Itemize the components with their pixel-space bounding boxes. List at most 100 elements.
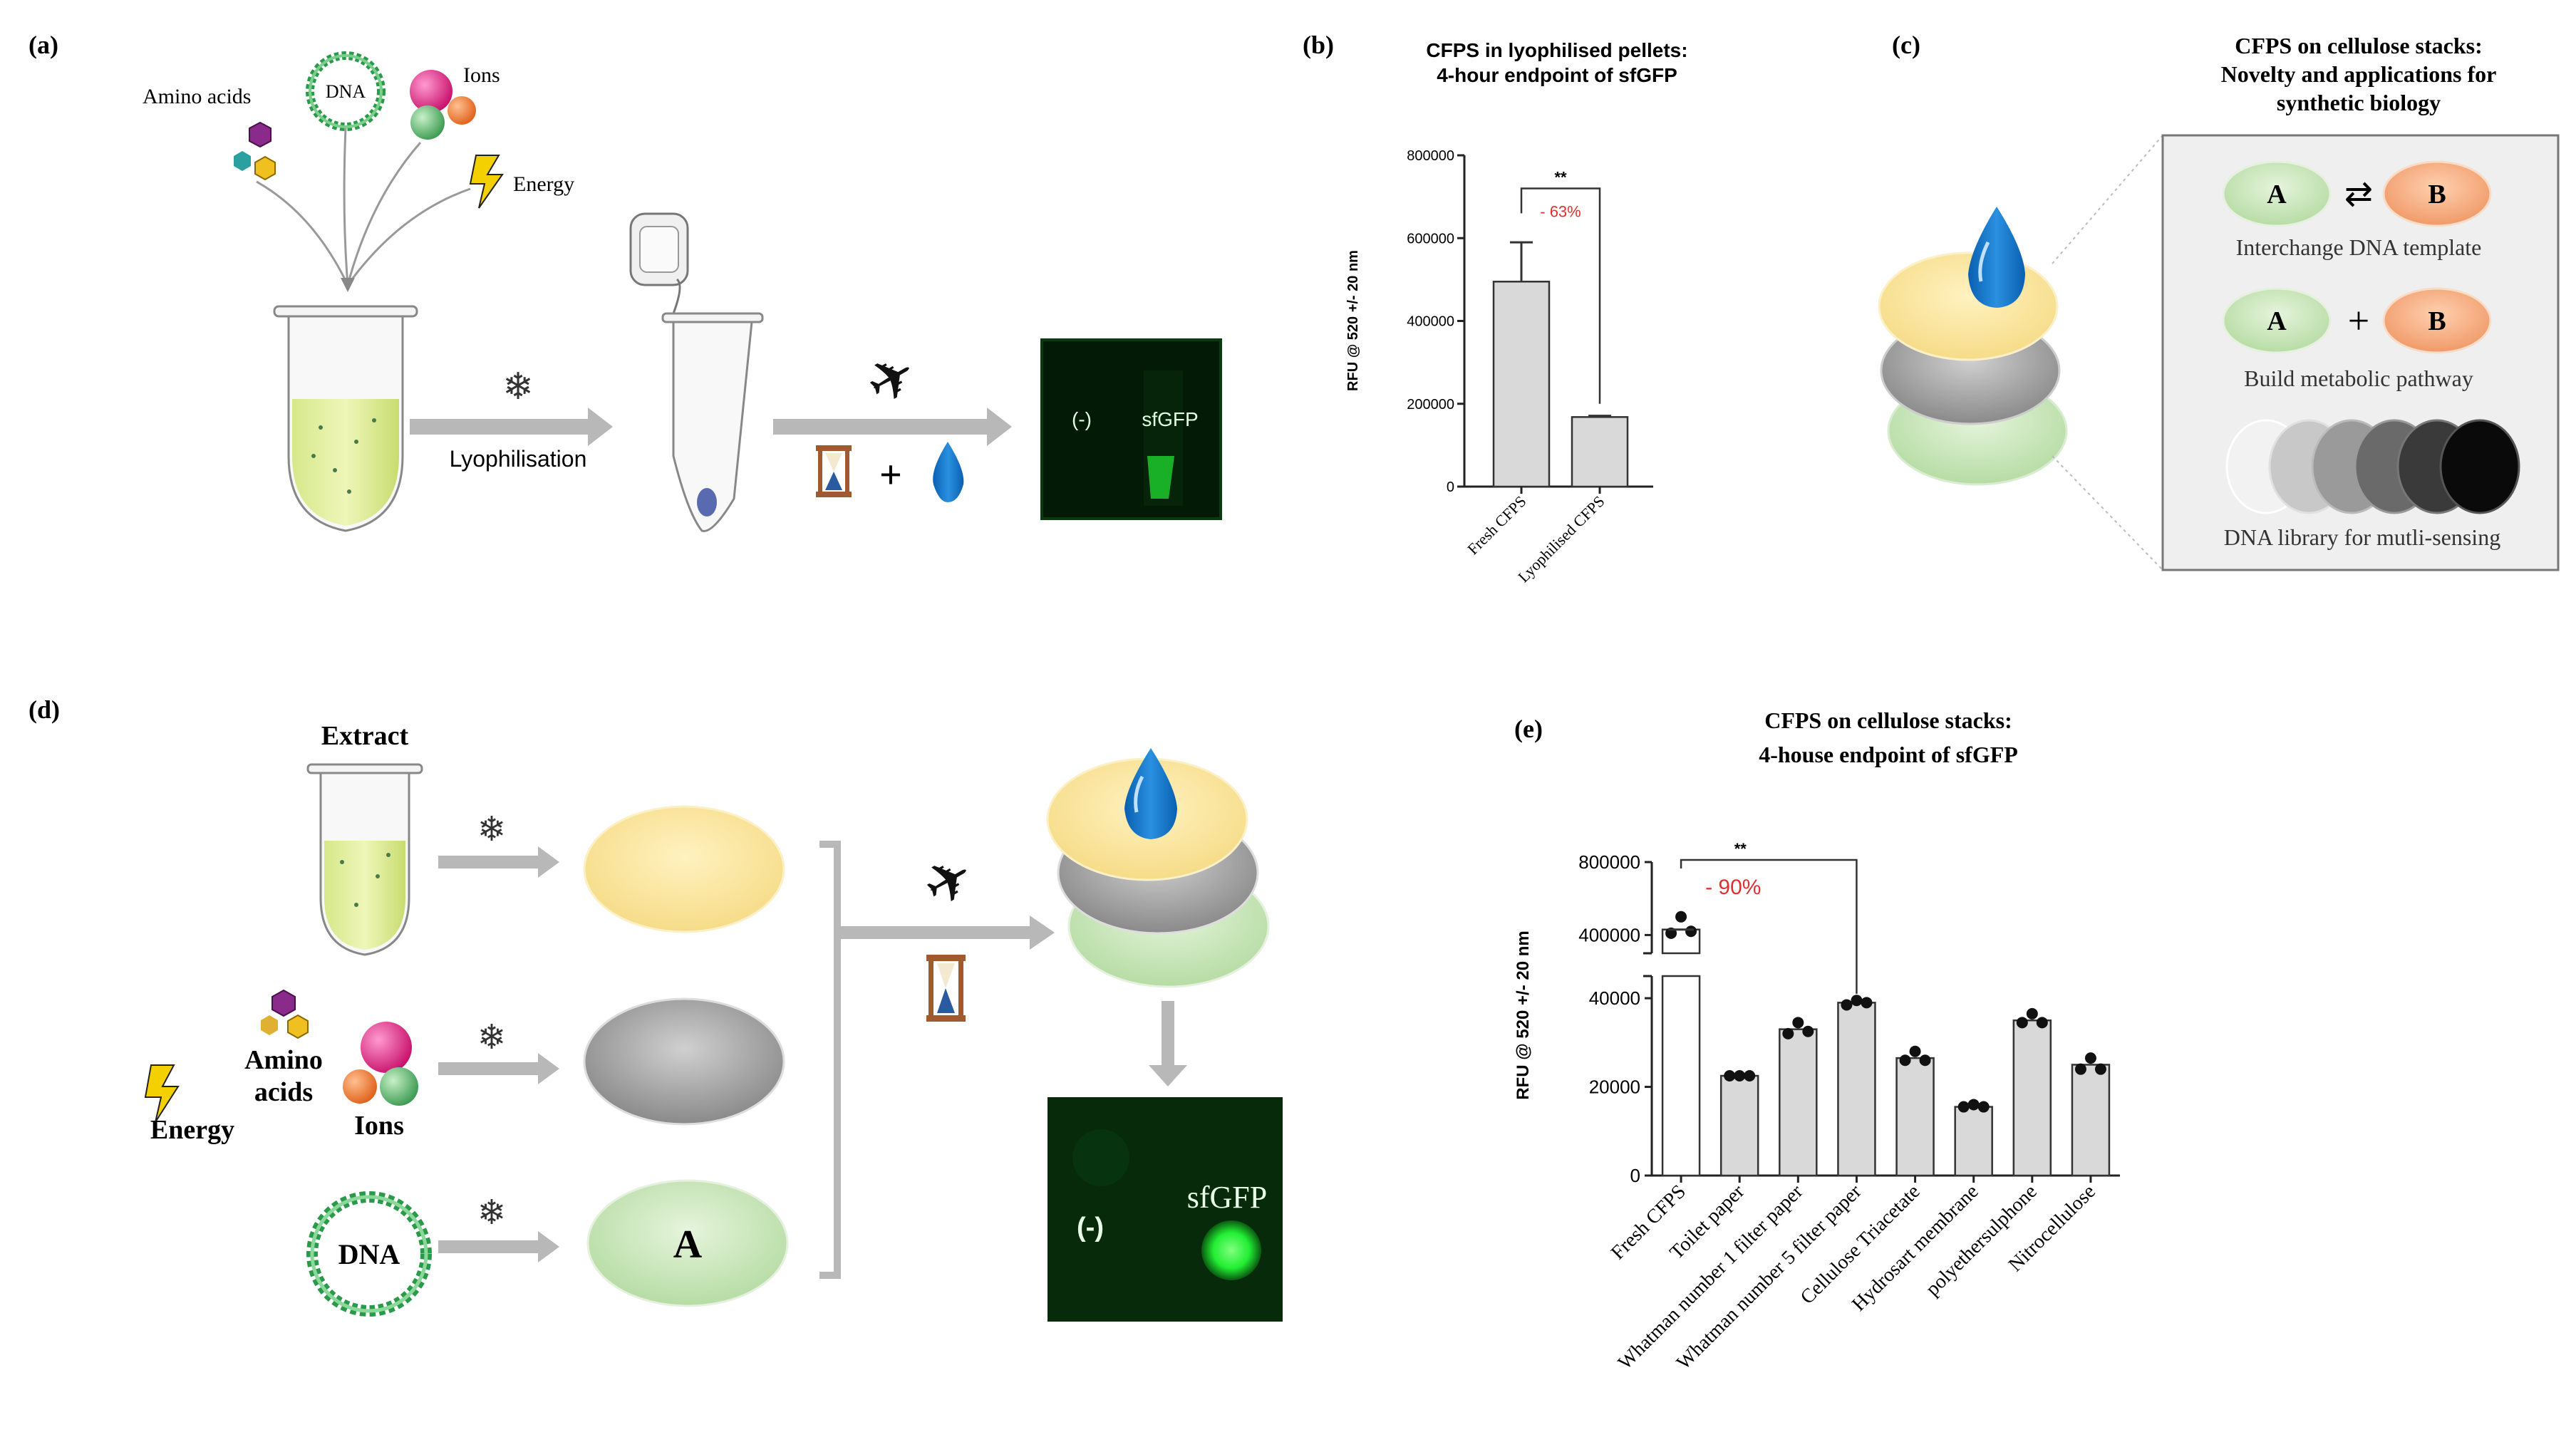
zoom-lines [2052,135,2163,571]
significance-bracket [1520,187,1601,404]
energy-bolt-icon [469,155,504,209]
snowflake-icon: ❄ [477,811,506,849]
gfp-result-photo [1040,338,1222,520]
replicate-point [1782,1027,1794,1039]
reduction-percent: - 63% [1540,203,1581,221]
replicate-point [1899,1054,1911,1067]
chart-e-ylabel: RFU @ 520 +/- 20 nm [1514,930,1533,1099]
row-arrow-dna [438,1231,559,1262]
chart-e-title-1: CFPS on cellulose stacks: [1764,707,2012,733]
y-tick-label: 0 [1630,1165,1640,1186]
snowflake-icon: ❄ [502,367,534,408]
chart-b-ylabel: RFU @ 520 +/- 20 nm [1345,250,1361,391]
y-tick-label: 800000 [1578,851,1640,873]
combine-bracket [819,841,841,1279]
amino-acids-icon [234,121,276,181]
y-tick-label: 20000 [1589,1077,1640,1098]
lyophilisation-arrow [410,408,613,446]
replicate-point [2026,1007,2038,1020]
disc-a-letter: A [673,1223,703,1267]
panel-c-label: (c) [1892,31,1920,59]
bar [2071,1064,2111,1177]
bar [1719,1074,1759,1177]
bar [2012,1019,2052,1177]
ions-label: Ions [463,63,500,87]
replicate-point [1724,1070,1736,1082]
dna-plasmid-icon [306,1191,432,1317]
bar [1661,975,1701,1177]
significance-stars: ** [1734,840,1747,858]
amino-label-2: acids [254,1077,313,1107]
amino-acids-icon [261,989,309,1039]
panel-c: (c) CFPS on cellulose stacks: Novelty an… [1878,31,2560,571]
drop-highlight [1134,775,1144,813]
replicate-point [2094,1063,2106,1075]
replicate-point [2084,1052,2096,1064]
disc-a-2 [2222,287,2332,354]
snowflake-icon: ❄ [477,1019,506,1057]
x-tick-label: Fresh CFPS [1464,492,1529,558]
panel-c-title-1: CFPS on cellulose stacks: [2235,33,2483,58]
extract-tube-icon [306,763,423,956]
water-drop-icon [933,442,964,502]
replicate-point [2074,1063,2086,1075]
amino-acids-label: Amino acids [143,85,251,108]
dna-library-label: DNA library for mutli-sensing [2224,524,2500,550]
dna-plasmid-icon [306,51,386,131]
replicate-point [2016,1017,2028,1029]
transport-arrow [773,408,1012,446]
significance-stars: ** [1554,169,1567,187]
dna-disc [586,1179,789,1307]
disc-b-1 [2382,160,2492,227]
panel-b: (b) CFPS in lyophilised pellets: 4-hour … [1303,31,1688,586]
panel-c-title-3: synthetic biology [2277,90,2441,115]
dna-label: DNA [326,81,366,102]
energy-label: Energy [513,172,574,196]
converging-arrows [256,128,471,286]
disc-b-2 [2382,287,2492,354]
chart-e-title-2: 4-house endpoint of sfGFP [1759,742,2018,767]
bar [1837,1002,1876,1177]
replicate-point [1841,999,1853,1011]
extract-label: Extract [321,721,409,751]
replicate-point [1734,1070,1746,1082]
y-tick-label: 40000 [1589,987,1640,1009]
replicate-point [1909,1045,1921,1057]
panel-d: (d) Extract ❄ ❄ ❄ [29,695,1283,1322]
reagents-disc [583,997,785,1126]
y-tick-label: 400000 [1407,314,1454,330]
replicate-point [1919,1054,1931,1067]
extract-disc [583,805,785,933]
bar [1571,416,1629,488]
y-tick-label: 200000 [1407,397,1454,413]
airplane-icon: ✈ [856,341,929,420]
hourglass-icon [926,955,966,1022]
ions-icon [343,1022,418,1106]
energy-bolt-icon [144,1064,180,1123]
bar [1779,1028,1818,1177]
y-tick-label: 0 [1447,479,1454,495]
energy-label: Energy [150,1115,234,1145]
replicate-point [1792,1017,1804,1029]
airplane-icon: ✈ [913,844,986,922]
cellulose-disc-stack [1878,251,2068,486]
panel-e-label: (e) [1514,715,1543,743]
x-tick-label: Lyophilised CFPS [1514,492,1608,586]
disc-a-letter-1: A [2267,180,2287,209]
ions-label: Ions [354,1111,404,1141]
panel-b-label: (b) [1303,31,1334,59]
reaction-tube-icon [273,305,418,532]
replicate-point [2036,1017,2048,1029]
snowflake-icon: ❄ [477,1194,506,1232]
dna-library-discs [2225,419,2520,514]
combine-arrow [837,915,1055,950]
open-tube-pellet-icon [629,212,764,532]
interchange-label: Interchange DNA template [2236,234,2482,260]
y-tick-label: 600000 [1407,231,1454,247]
replicate-point [1744,1070,1756,1082]
build-pathway-label: Build metabolic pathway [2244,365,2473,391]
plus-icon: + [879,453,902,497]
chart-b-title-1: CFPS in lyophilised pellets: [1426,39,1687,61]
gfp-sfgfp-label: sfGFP [1142,408,1198,430]
